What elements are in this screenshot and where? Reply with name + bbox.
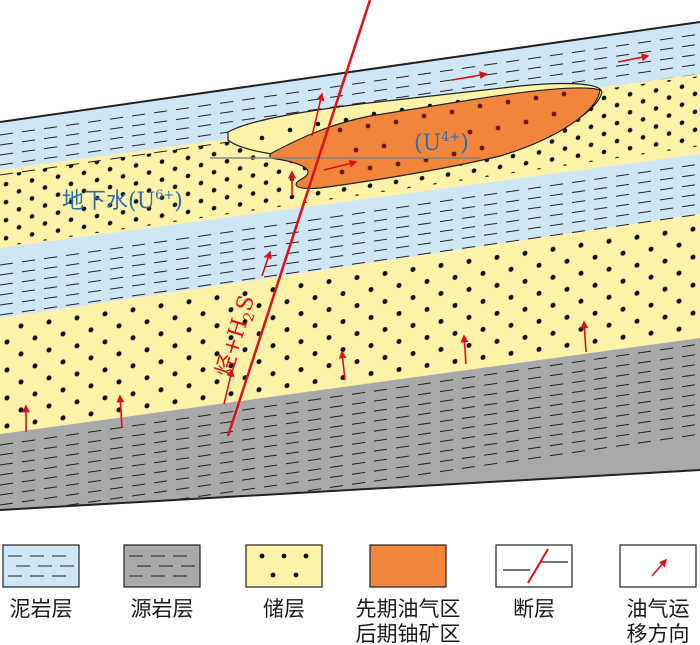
legend-label-migration-line2: 移方向 — [627, 622, 690, 645]
arrow-5 — [580, 320, 589, 353]
strata-top-edge — [0, 21, 700, 123]
arrow-4 — [460, 334, 469, 365]
arrow-9 — [311, 92, 325, 137]
legend-item-migration: 油气运 移方向 — [619, 544, 697, 645]
legend-item-ore: 先期油气区 后期铀矿区 — [356, 544, 461, 645]
legend-item-mudstone: 泥岩层 — [2, 544, 80, 621]
legend-label-source: 源岩层 — [131, 597, 194, 621]
legend-label-reservoir: 储层 — [263, 597, 305, 621]
legend-label-ore-line2: 后期铀矿区 — [356, 622, 461, 645]
groundwater-label: 地下水(U6+) — [62, 188, 183, 214]
legend-label-mudstone: 泥岩层 — [10, 597, 73, 621]
arrow-2 — [116, 394, 125, 429]
legend-label-fault: 断层 — [513, 597, 555, 621]
legend-item-reservoir: 储层 — [245, 544, 323, 621]
ore-body-dots — [337, 91, 567, 175]
arrow-11 — [451, 71, 488, 81]
migration-arrows — [22, 53, 650, 432]
arrow-6 — [223, 368, 235, 405]
legend-item-source: 源岩层 — [123, 544, 201, 621]
legend: 泥岩层 源岩层 储层 先期油气区 后期铀矿区 断层 — [2, 544, 697, 645]
fault-line — [226, 0, 372, 437]
legend-label-ore-line1: 先期油气区 — [356, 597, 461, 621]
uranium-label: (U4+) — [414, 130, 469, 156]
legend-item-fault: 断层 — [495, 544, 573, 621]
arrow-7 — [261, 250, 272, 277]
arrow-3 — [338, 350, 347, 381]
strata-bottom-edge — [0, 469, 700, 511]
arrow-10 — [323, 159, 358, 171]
arrow-12 — [617, 53, 650, 63]
legend-label-migration-line1: 油气运 — [627, 597, 690, 621]
